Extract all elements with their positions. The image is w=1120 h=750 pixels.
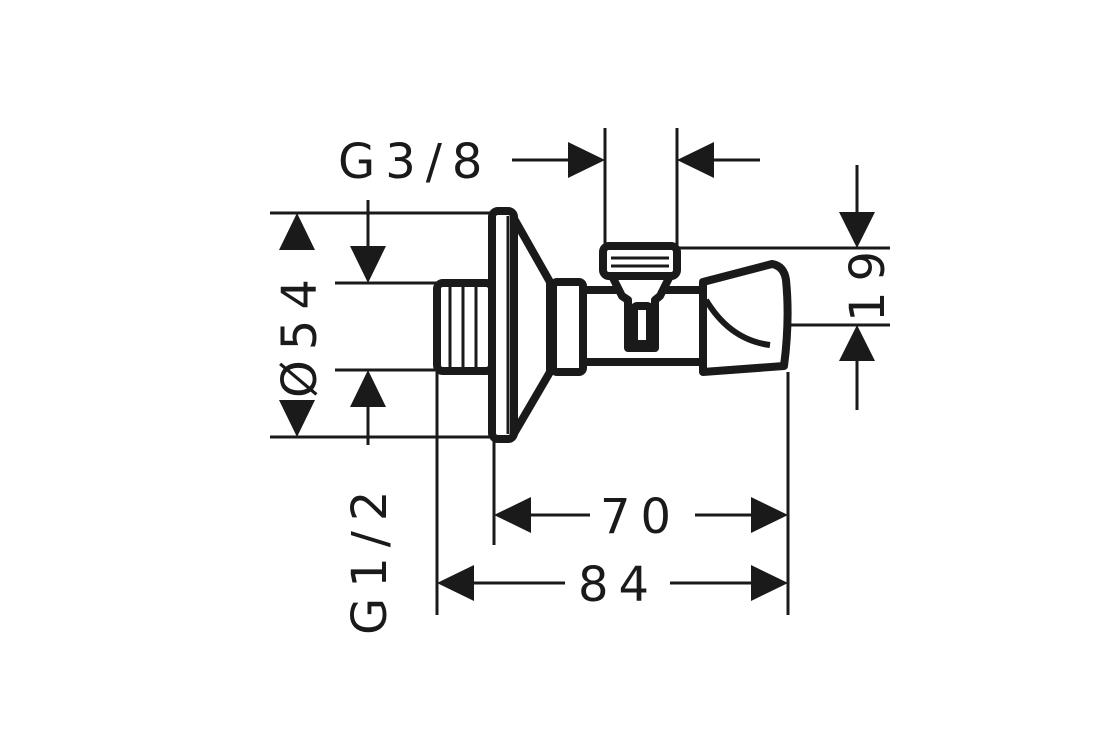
label-g1-2: G1/2 xyxy=(342,481,398,635)
nut xyxy=(549,278,587,376)
flange xyxy=(488,207,518,443)
label-diameter-54: Ø54 xyxy=(272,269,328,398)
extension-lines xyxy=(270,128,890,615)
label-g3-8: G3/8 xyxy=(338,134,492,190)
outlet-cap xyxy=(599,242,681,280)
valve-body xyxy=(433,207,792,443)
label-84: 84 xyxy=(578,557,659,613)
label-70: 70 xyxy=(600,489,681,545)
label-19: 19 xyxy=(840,241,896,322)
dimension-arrows xyxy=(279,142,875,601)
